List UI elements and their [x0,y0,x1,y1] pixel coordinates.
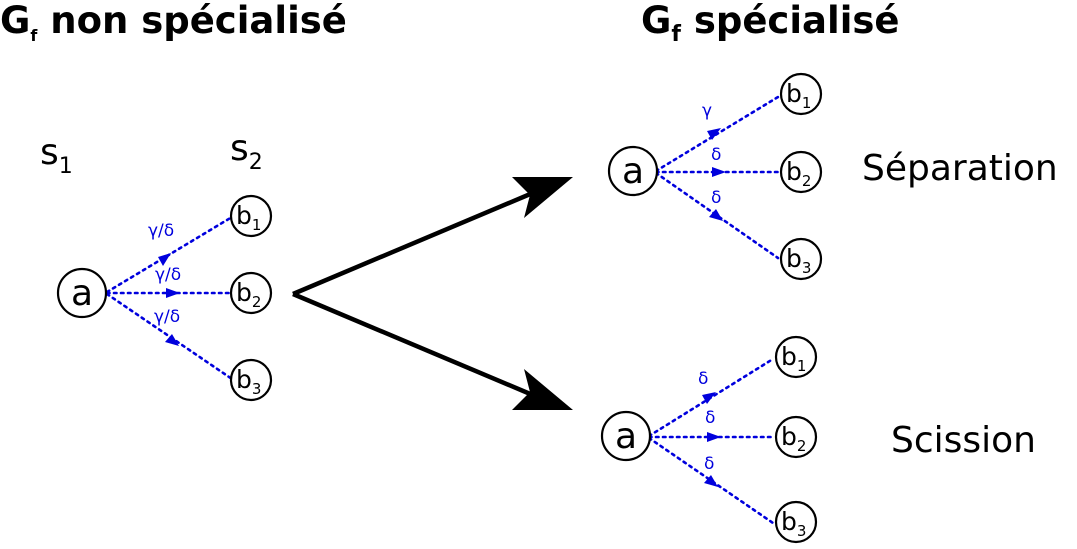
sep-edge-arrow-2 [712,167,726,177]
sep-edge-a-b1 [654,95,780,173]
sci-node-b3 [774,500,818,544]
sci-node-a [600,410,652,462]
arrow-head-scission [512,369,573,410]
left-edge-label-3: γ/δ [154,307,180,327]
left-node-b1 [229,194,273,238]
sci-node-b1 [774,335,818,379]
left-node-b2 [229,271,273,315]
sci-node-b1-label: b1 [781,342,806,375]
sci-edge-arrow-1 [702,392,716,404]
left-node-a [56,267,108,319]
arrow-head-separation [512,177,573,218]
sci-edge-label-3: δ [704,454,714,474]
sep-node-b2-label: b2 [786,157,811,190]
left-node-b3-label: b3 [236,365,261,398]
transformation-arrows [292,177,573,410]
right-title: Gf spécialisé [641,0,900,47]
separation-label: Séparation [862,148,1058,189]
sep-node-b1-label: b1 [786,79,811,112]
sci-node-b2-label: b2 [781,422,806,455]
left-node-b1-label: b1 [236,201,261,234]
left-graph: γ/δ γ/δ γ/δ a b1 b2 b3 [56,194,273,402]
left-edge-a-b3 [105,292,234,381]
sep-edge-label-1: γ [702,101,712,121]
sep-edge-arrow-1 [707,128,721,140]
sep-edge-arrow-3 [709,209,723,221]
left-edge-label-2: γ/δ [155,265,181,285]
sep-edge-a-b3 [654,171,780,260]
left-edge-label-1: γ/δ [148,221,174,241]
sci-node-b2 [774,415,818,459]
sep-node-b3 [779,237,823,281]
sep-edge-label-3: δ [711,188,721,208]
left-edge-arrow-1 [158,253,171,266]
sci-edge-a-b3 [647,436,775,525]
scission-graph: δ δ δ a b1 b2 b3 Scission [600,335,1036,544]
arrow-to-scission [292,291,536,399]
arrow-to-separation [292,189,536,297]
sep-node-a-label: a [622,151,644,192]
sep-node-b3-label: b3 [786,244,811,277]
sci-node-a-label: a [615,416,637,457]
left-edge-arrow-3 [165,334,179,346]
sci-edge-label-1: δ [698,369,708,389]
left-title: Gf non spécialisé [0,0,347,45]
sci-edge-arrow-2 [707,432,721,442]
sci-edge-label-2: δ [705,408,715,428]
stage-label-s1: s1 [40,132,73,179]
left-node-a-label: a [71,273,93,314]
left-edge-arrow-2 [166,288,180,298]
sci-node-b3-label: b3 [781,507,806,540]
sep-edge-label-2: δ [711,145,721,165]
left-node-b3 [229,358,273,402]
scission-label: Scission [891,420,1036,461]
separation-graph: γ δ δ a b1 b2 b3 Séparation [607,72,1058,281]
stage-label-s2: s2 [230,128,263,175]
sep-node-a [607,145,659,197]
sep-node-b2 [779,150,823,194]
left-node-b2-label: b2 [236,278,261,311]
sci-edge-arrow-3 [704,475,718,487]
sep-node-b1 [779,72,823,116]
